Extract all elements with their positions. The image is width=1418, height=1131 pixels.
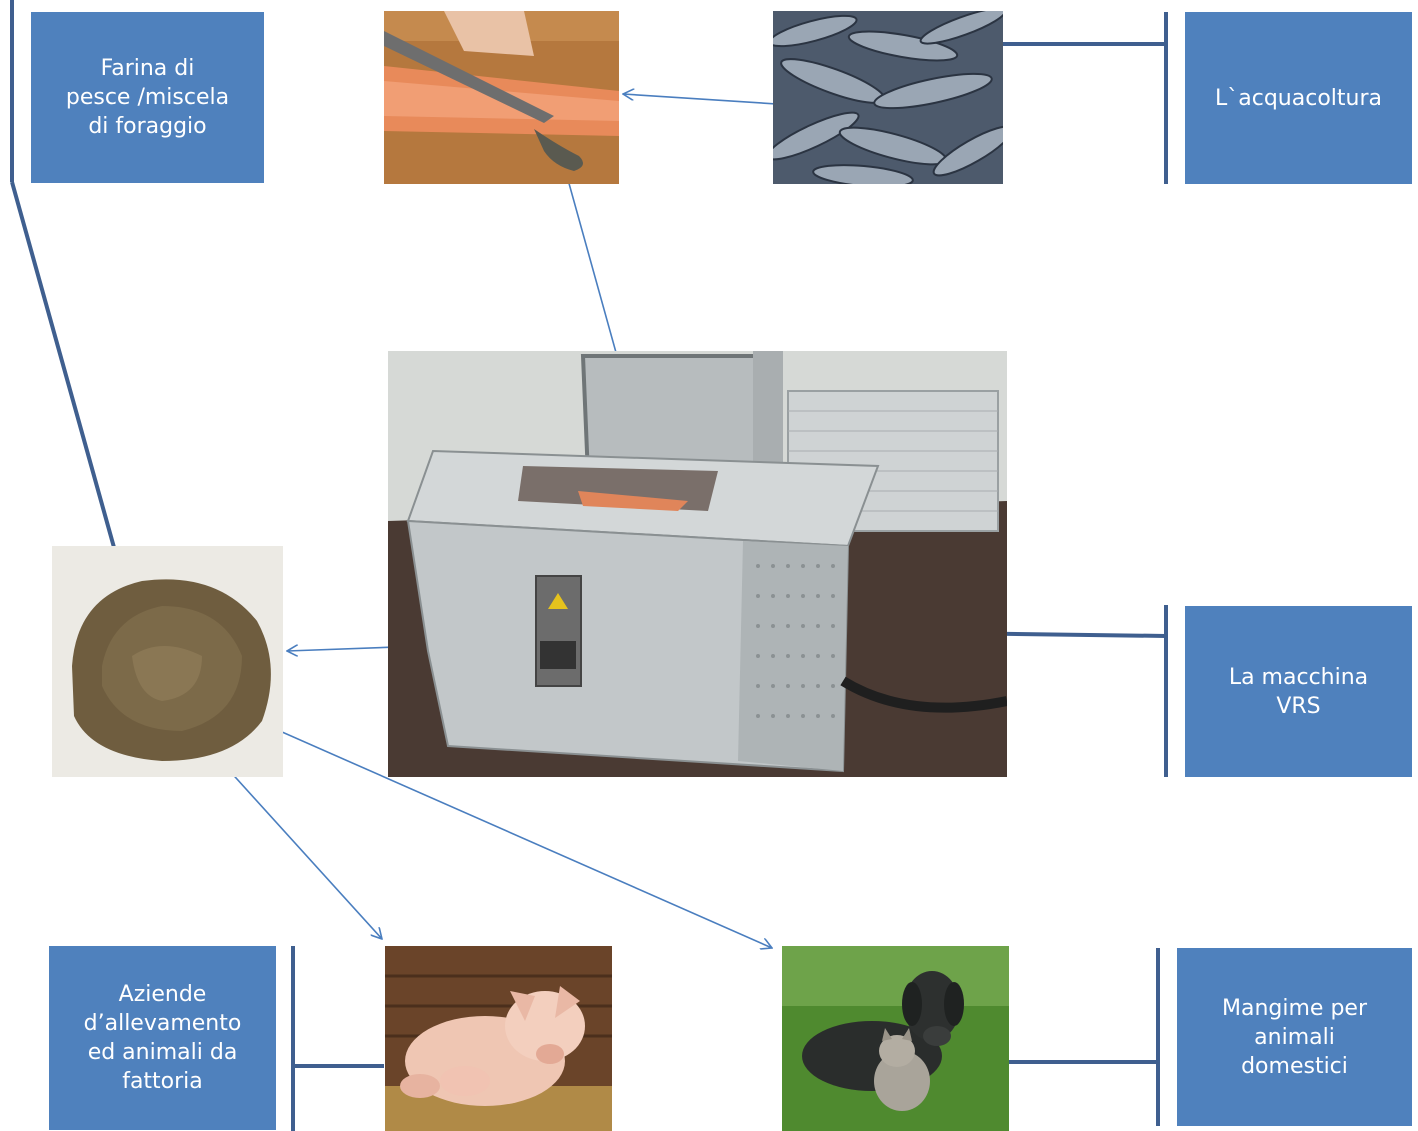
sow-and-piglets-photo (385, 946, 612, 1131)
fishmeal-label: Farina di pesce /miscela di foraggio (65, 56, 230, 139)
fishmeal-connector (10, 181, 117, 552)
vrs-machine-photo (388, 351, 1007, 777)
farms-label: Aziende d’allevamento ed animali da fatt… (83, 982, 242, 1094)
fishmeal-label-box: Farina di pesce /miscela di foraggio (31, 12, 264, 183)
farms-label-box: Aziende d’allevamento ed animali da fatt… (49, 946, 276, 1130)
fishmeal-powder-photo (52, 546, 283, 777)
aquaculture-label: L`acquacoltura (1215, 85, 1382, 111)
pet-food-label: Mangime per animali domestici (1222, 995, 1367, 1079)
pet-food-label-box: Mangime per animali domestici (1177, 948, 1412, 1126)
dog-and-cat-photo (782, 946, 1009, 1131)
mackerel-catch-photo (773, 11, 1003, 184)
vrs-machine-label: La macchina VRS (1228, 664, 1369, 719)
fish-filleting-photo (384, 11, 619, 184)
vrs-machine-label-box: La macchina VRS (1185, 606, 1412, 777)
aquaculture-label-box: L`acquacoltura (1185, 12, 1412, 184)
